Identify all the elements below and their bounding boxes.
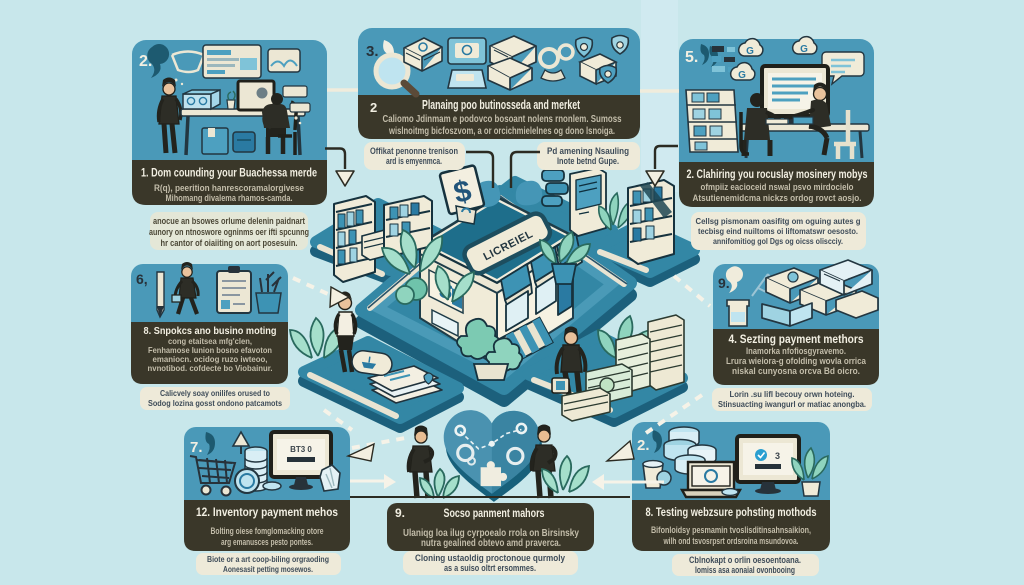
svg-text:Sodog lozina gosst ondono patc: Sodog lozina gosst ondono patcamots <box>148 398 282 408</box>
svg-text:Caliomo Jdinmam e podovco boso: Caliomo Jdinmam e podovco bosoant nolens… <box>383 113 622 125</box>
svg-text:G: G <box>746 46 754 57</box>
svg-text:G: G <box>738 70 746 81</box>
svg-text:12. Inventory payment mehos: 12. Inventory payment mehos <box>196 505 338 519</box>
svg-text:G: G <box>800 44 808 55</box>
svg-text:nvnotibod. cofdecte bo Viobain: nvnotibod. cofdecte bo Viobainur. <box>148 363 273 373</box>
svg-text:Mihomang divalema rhamos-camda: Mihomang divalema rhamos-camda. <box>166 193 293 204</box>
svg-text:8. Snpokcs ano busino moting: 8. Snpokcs ano busino moting <box>144 325 277 337</box>
svg-text:Iomiss asa aonaial ovonbooing: Iomiss asa aonaial ovonbooing <box>695 565 795 575</box>
svg-text:cong etaitsea mfg'clen,: cong etaitsea mfg'clen, <box>168 336 252 346</box>
svg-text:ofmpiiz eacioceid nswal psvo m: ofmpiiz eacioceid nswal psvo mirdocielo <box>701 182 854 193</box>
svg-text:BT3 0: BT3 0 <box>290 445 312 454</box>
svg-text:9.: 9. <box>395 506 405 520</box>
svg-text:R(q), peerition hanrescoramalo: R(q), peerition hanrescoramalorgivese <box>154 183 304 194</box>
svg-text:Lrura wieiora-g ofolding wovla: Lrura wieiora-g ofolding wovla orrica <box>726 356 867 366</box>
svg-text:Cloning ustaoldig proctonoue q: Cloning ustaoldig proctonoue qurmoly <box>415 553 566 564</box>
svg-text:Inote betnd Gupe.: Inote betnd Gupe. <box>557 156 619 166</box>
svg-text:tecbisg eind nuiltoms oi lifto: tecbisg eind nuiltoms oi liftomatswr oes… <box>698 226 858 236</box>
svg-text:anocue an bsowes orlume deleni: anocue an bsowes orlume delenin paidnart <box>153 216 305 226</box>
svg-text:2. Clahiring you rocuslay mosi: 2. Clahiring you rocuslay mosinery mobys <box>687 169 868 181</box>
svg-text:Pd amening Nsauling: Pd amening Nsauling <box>547 146 629 156</box>
svg-text:annifomitiog gol Dgs og oicss: annifomitiog gol Dgs og oicss oliscciy. <box>713 236 843 246</box>
svg-text:6,: 6, <box>136 271 148 287</box>
svg-text:Socso panment mahors: Socso panment mahors <box>444 508 545 520</box>
svg-text:5.: 5. <box>685 49 698 66</box>
svg-text:Planaing poo butinosseda and m: Planaing poo butinosseda and merket <box>422 98 581 112</box>
svg-text:Offikat penonne trenison: Offikat penonne trenison <box>370 146 458 156</box>
svg-text:7.: 7. <box>190 439 203 456</box>
svg-text:Ulaniqg loa ilug cyrpoealo rro: Ulaniqg loa ilug cyrpoealo rrola on Birs… <box>403 527 579 539</box>
svg-text:ard is emyenmca.: ard is emyenmca. <box>386 156 442 166</box>
svg-text:8. Testing webzsure pohsting: 8. Testing webzsure pohsting mothods <box>646 505 817 519</box>
svg-text:Atsutienemidcma nickzs ordog r: Atsutienemidcma nickzs ordog rovct aosjo… <box>693 193 862 204</box>
svg-text:4. Sezting payment methors: 4. Sezting payment methors <box>729 334 864 346</box>
svg-text:Aonesasit petting mosewos.: Aonesasit petting mosewos. <box>223 564 313 574</box>
svg-text:9.: 9. <box>718 275 730 291</box>
svg-text:arg emanusces pesto pontes.: arg emanusces pesto pontes. <box>221 537 313 548</box>
svg-text:Cblnokapt o orlin oesoentoana.: Cblnokapt o orlin oesoentoana. <box>689 555 801 565</box>
svg-text:3: 3 <box>775 451 780 461</box>
svg-text:emaniocn. ocidog ruzo iwteoo,: emaniocn. ocidog ruzo iwteoo, <box>153 354 268 364</box>
svg-text:3.: 3. <box>366 43 379 60</box>
svg-text:Stinsuacting iwangurl or matia: Stinsuacting iwangurl or matiac anongba. <box>718 399 866 409</box>
svg-text:Calicvely soay onilifes orused: Calicvely soay onilifes orused to <box>160 388 270 398</box>
svg-text:wilh ond tsvosrpsrt ordsroina: wilh ond tsvosrpsrt ordsroina msundovoa. <box>663 536 799 547</box>
svg-text:aunory on ntnoswore ogninms oe: aunory on ntnoswore ogninms oer ifti spc… <box>149 227 309 237</box>
svg-text:2.: 2. <box>637 437 650 454</box>
svg-text:wislnoitmg bicfoszvom, a or or: wislnoitmg bicfoszvom, a or orcichmielel… <box>388 125 615 137</box>
svg-text:Bolting oiese fomglomacking ot: Bolting oiese fomglomacking otore <box>211 526 324 537</box>
svg-text:Bifonloidsy pesmamin tvoslisdi: Bifonloidsy pesmamin tvoslisditinsahnsai… <box>651 525 811 536</box>
svg-text:Inamorka nfofiosgyravemo.: Inamorka nfofiosgyravemo. <box>746 346 846 356</box>
svg-text:2: 2 <box>370 100 377 115</box>
svg-text:nutra gealined obtevo amd prav: nutra gealined obtevo amd praverca. <box>421 537 561 549</box>
svg-text:Lorin .su lifl becouy orwn hot: Lorin .su lifl becouy orwn hoteing. <box>730 389 855 399</box>
svg-text:hr cantor of oiaiiting on aort: hr cantor of oiaiiting on aort posesuin. <box>161 238 298 248</box>
svg-text:Cellsg pismonam oasifitg om og: Cellsg pismonam oasifitg om oguing autes… <box>696 216 861 226</box>
svg-text:1. Dom counding your Buachessa: 1. Dom counding your Buachessa merde <box>141 166 317 180</box>
svg-text:niskal cunyosna orcva Bd oicro: niskal cunyosna orcva Bd oicro. <box>732 366 860 376</box>
svg-text:Fenhamose Iunion bosno efavoto: Fenhamose Iunion bosno efavoton <box>148 345 272 355</box>
svg-text:Biote or a art coop-biling org: Biote or a art coop-biling orgraoding <box>207 554 329 564</box>
svg-text:as a suiso oltrt ersommes.: as a suiso oltrt ersommes. <box>444 563 536 574</box>
